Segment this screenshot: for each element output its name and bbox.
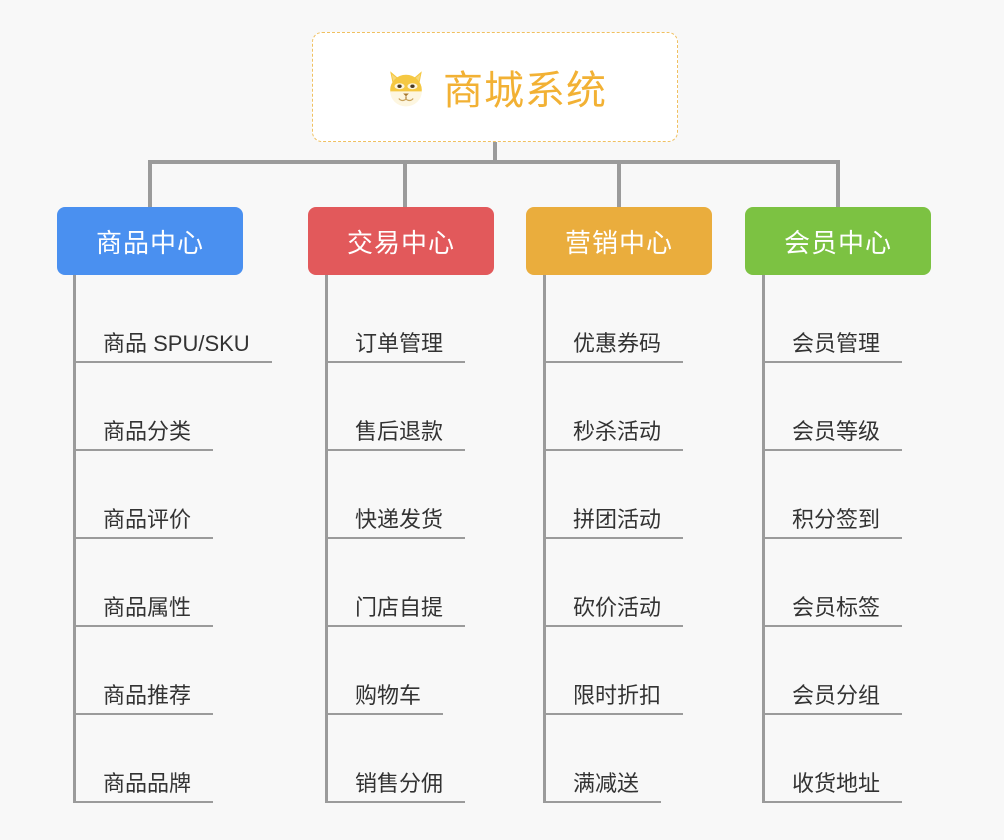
branch-node-product-center[interactable]: 商品中心	[57, 207, 243, 275]
leaf-item[interactable]: 商品属性	[73, 539, 214, 627]
leaf-item[interactable]: 会员分组	[762, 627, 903, 715]
leaf-item-label: 商品评价	[103, 506, 192, 532]
leaf-item-label: 订单管理	[355, 330, 444, 356]
shiba-dog-face-icon	[383, 64, 429, 110]
leaf-item[interactable]: 商品品牌	[73, 715, 214, 803]
branch-node-trade-center[interactable]: 交易中心	[308, 207, 494, 275]
branch-label: 交易中心	[346, 227, 455, 258]
leaf-item-label: 商品分类	[103, 418, 192, 444]
connector-horizontal-bus	[148, 160, 840, 164]
connector-drop-4	[836, 160, 840, 207]
leaf-item-label: 限时折扣	[573, 682, 662, 708]
leaf-item-label: 拼团活动	[573, 506, 662, 532]
leaf-item-label: 商品品牌	[103, 770, 192, 796]
leaf-item-label: 会员管理	[792, 330, 881, 356]
connector-drop-1	[148, 160, 152, 207]
branch-node-member-center[interactable]: 会员中心	[745, 207, 931, 275]
leaf-item[interactable]: 商品推荐	[73, 627, 214, 715]
leaf-item[interactable]: 商品 SPU/SKU	[73, 275, 272, 363]
leaf-item-label: 销售分佣	[355, 770, 444, 796]
leaf-item-label: 收货地址	[792, 770, 881, 796]
leaf-item[interactable]: 商品分类	[73, 363, 214, 451]
leaf-item[interactable]: 购物车	[325, 627, 444, 715]
leaf-item-label: 会员标签	[792, 594, 881, 620]
leaf-item[interactable]: 收货地址	[762, 715, 903, 803]
leaf-item[interactable]: 积分签到	[762, 451, 903, 539]
leaf-item-label: 会员等级	[792, 418, 881, 444]
leaf-item[interactable]: 满减送	[543, 715, 662, 803]
leaf-item[interactable]: 商品评价	[73, 451, 214, 539]
connector-drop-2	[403, 160, 407, 207]
leaf-item-label: 商品推荐	[103, 682, 192, 708]
branch-label: 会员中心	[783, 227, 892, 258]
leaf-item[interactable]: 售后退款	[325, 363, 466, 451]
root-node-title: 商城系统	[443, 69, 607, 113]
leaf-item-label: 商品 SPU/SKU	[103, 330, 250, 356]
leaf-item[interactable]: 会员管理	[762, 275, 903, 363]
leaf-item[interactable]: 拼团活动	[543, 451, 684, 539]
leaf-item[interactable]: 砍价活动	[543, 539, 684, 627]
leaf-item[interactable]: 门店自提	[325, 539, 466, 627]
leaf-item-label: 购物车	[355, 682, 422, 708]
leaf-item[interactable]: 限时折扣	[543, 627, 684, 715]
leaf-item-label: 优惠券码	[573, 330, 662, 356]
leaf-item-label: 满减送	[573, 770, 640, 796]
leaf-item[interactable]: 销售分佣	[325, 715, 466, 803]
branch-label: 商品中心	[95, 227, 204, 258]
leaf-item[interactable]: 优惠券码	[543, 275, 684, 363]
leaf-item-label: 门店自提	[355, 594, 444, 620]
leaf-item-label: 商品属性	[103, 594, 192, 620]
leaf-item[interactable]: 快递发货	[325, 451, 466, 539]
leaf-item[interactable]: 会员标签	[762, 539, 903, 627]
connector-drop-3	[617, 160, 621, 207]
leaf-item[interactable]: 会员等级	[762, 363, 903, 451]
leaf-item-label: 积分签到	[792, 506, 881, 532]
leaf-item[interactable]: 秒杀活动	[543, 363, 684, 451]
leaf-item-label: 会员分组	[792, 682, 881, 708]
branch-node-marketing-center[interactable]: 营销中心	[526, 207, 712, 275]
connector-root-stem	[493, 142, 497, 162]
root-node-mall-system[interactable]: 商城系统	[312, 32, 678, 142]
leaf-item-label: 快递发货	[355, 506, 444, 532]
branch-label: 营销中心	[564, 227, 673, 258]
leaf-item-label: 秒杀活动	[573, 418, 662, 444]
leaf-item-label: 售后退款	[355, 418, 444, 444]
leaf-item-label: 砍价活动	[573, 594, 662, 620]
leaf-item[interactable]: 订单管理	[325, 275, 466, 363]
